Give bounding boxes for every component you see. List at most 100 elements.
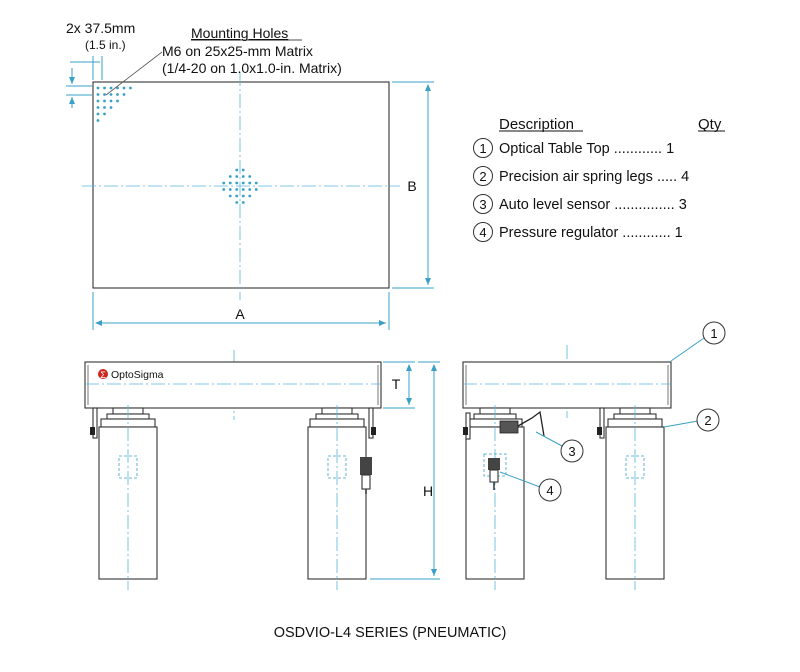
mounting-holes-title: Mounting Holes (191, 25, 288, 41)
mounting-hole (241, 181, 245, 185)
mounting-hole (96, 93, 100, 96)
mounting-hole (116, 93, 119, 96)
mounting-hole (235, 175, 239, 178)
row-number: 3 (479, 197, 486, 212)
dim-h-label: H (423, 483, 433, 499)
front-right-leg (307, 405, 376, 590)
mounting-hole (241, 188, 245, 191)
top-view: A B (66, 51, 434, 330)
mounting-hole (248, 188, 252, 191)
svg-text:1: 1 (710, 326, 717, 341)
mounting-hole (248, 194, 252, 198)
auto-level-sensor (499, 420, 519, 434)
row-number: 2 (479, 169, 486, 184)
callout-circle (473, 222, 493, 242)
mounting-hole (103, 106, 106, 109)
mounting-hole (116, 86, 119, 90)
mounting-hole (96, 112, 100, 116)
mounting-hole (103, 99, 106, 103)
side-table-top (462, 361, 672, 409)
callout-circle (473, 166, 493, 186)
logo-text: OptoSigma (111, 369, 164, 381)
mounting-hole (235, 181, 239, 185)
mounting-hole (235, 194, 239, 198)
mounting-hole (116, 99, 119, 103)
side-view: 1 2 3 4 (462, 321, 726, 590)
parts-table: Description Qty 1 Optical Table Top ....… (473, 116, 725, 242)
mounting-hole (241, 194, 245, 198)
mounting-hole (248, 181, 252, 185)
mounting-hole (96, 99, 100, 103)
logo-mark-icon (98, 369, 108, 379)
table-header-description: Description (499, 116, 574, 133)
mounting-hole (103, 86, 106, 90)
mounting-hole (241, 201, 245, 204)
mounting-holes-metric: M6 on 25x25-mm Matrix (162, 43, 313, 59)
mounting-hole (228, 181, 232, 185)
center-hole-matrix (222, 168, 258, 204)
mounting-hole (129, 86, 132, 90)
front-table-top (84, 361, 382, 409)
table-row: 3 Auto level sensor ............... 3 (473, 194, 687, 214)
dim-a-label: A (235, 306, 245, 322)
mounting-hole (235, 188, 239, 191)
mounting-hole (109, 93, 113, 96)
mounting-hole (96, 86, 100, 90)
mounting-hole (254, 181, 258, 185)
row-text: Precision air spring legs ..... 4 (499, 169, 689, 185)
mounting-hole (103, 112, 106, 116)
mounting-holes-imperial: (1/4-20 on 1.0x1.0-in. Matrix) (162, 60, 342, 76)
pressure-regulator (488, 458, 500, 470)
table-top-outline (92, 81, 390, 289)
mounting-hole (248, 175, 252, 178)
svg-text:Σ: Σ (100, 370, 106, 380)
mounting-hole (109, 99, 113, 103)
mounting-hole (228, 194, 232, 198)
optosigma-logo: Σ OptoSigma (98, 369, 164, 381)
svg-text:3: 3 (568, 444, 575, 459)
mounting-hole (222, 181, 226, 185)
row-text: Auto level sensor ............... 3 (499, 197, 687, 213)
mounting-hole (122, 86, 126, 90)
callout-3 (560, 439, 584, 463)
side-left-leg (463, 405, 545, 590)
mounting-hole (96, 106, 100, 109)
mounting-hole (254, 188, 258, 191)
mounting-hole (103, 93, 106, 96)
mounting-hole (228, 188, 232, 191)
table-row: 1 Optical Table Top ............ 1 (473, 138, 674, 158)
dim-b-label: B (407, 178, 416, 194)
dim-t-label: T (392, 376, 401, 392)
callout-2 (696, 408, 720, 432)
mounting-hole (241, 175, 245, 178)
corner-hole-matrix (96, 86, 132, 122)
callout-circle (473, 194, 493, 214)
row-number: 1 (479, 141, 486, 156)
mounting-hole (235, 168, 239, 172)
row-text: Pressure regulator ............ 1 (499, 225, 683, 241)
svg-text:4: 4 (546, 483, 553, 498)
mounting-hole (96, 119, 100, 122)
mounting-hole (228, 175, 232, 178)
mounting-hole (222, 188, 226, 191)
table-header-qty: Qty (698, 116, 722, 133)
table-row: 4 Pressure regulator ............ 1 (473, 222, 683, 242)
hole-spacing-inch-label: (1.5 in.) (85, 38, 126, 52)
caption: OSDVIO-L4 SERIES (PNEUMATIC) (274, 625, 507, 641)
row-number: 4 (479, 225, 486, 240)
row-text: Optical Table Top ............ 1 (499, 141, 674, 157)
svg-text:2: 2 (704, 413, 711, 428)
mounting-hole (109, 106, 113, 109)
mounting-hole (122, 93, 126, 96)
hole-spacing-label: 2x 37.5mm (66, 20, 135, 36)
side-right-leg (597, 405, 665, 590)
mounting-hole (109, 86, 113, 90)
callout-circle (473, 138, 493, 158)
callout-1 (702, 321, 726, 345)
table-row: 2 Precision air spring legs ..... 4 (473, 166, 689, 186)
front-left-leg (90, 405, 158, 590)
front-view: Σ OptoSigma (84, 350, 440, 590)
callout-4 (538, 478, 562, 502)
mounting-hole (235, 201, 239, 204)
